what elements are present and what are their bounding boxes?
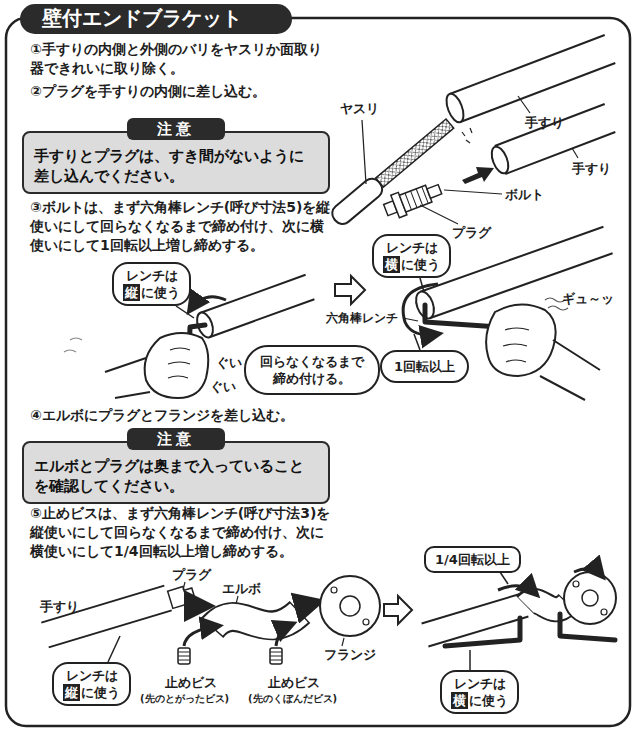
callout-bubble: レンチは縦に使う <box>52 662 131 706</box>
callout-oval: 回らなくなるまで締め付ける。 <box>244 345 380 395</box>
callout-oval: 1回転以上 <box>380 350 469 383</box>
caution-heading: 注意 <box>127 428 225 450</box>
part-label: 止めビス <box>268 674 320 692</box>
part-note: (先のくぼんだビス) <box>248 692 337 706</box>
callout-bubble: レンチは縦に使う <box>112 262 191 306</box>
part-label: ヤスリ <box>340 100 379 118</box>
part-label: 六角棒レンチ <box>326 310 398 326</box>
callout-text: 1回転以上 <box>394 358 455 375</box>
callout-text: に使う <box>141 284 180 301</box>
callout-text: 1/4回転以上 <box>435 551 510 568</box>
highlight-word: 縦 <box>123 284 140 301</box>
part-label: エルボ <box>222 580 261 598</box>
callout-text: レンチは <box>451 675 508 692</box>
callout-text: レンチは <box>123 267 180 284</box>
file-figure <box>329 35 616 228</box>
part-label: 手すり <box>40 598 79 616</box>
plug-figure <box>381 104 615 224</box>
next-arrow <box>384 596 412 624</box>
sound-label: ギュ～ッ <box>562 290 614 308</box>
part-label: 手すり <box>525 114 564 132</box>
part-label: プラグ <box>172 566 211 584</box>
caution-box: 注意エルボとプラグは奥まで入っていることを確認してください。 <box>22 428 330 504</box>
callout-bubble: 1/4回転以上 <box>424 546 521 573</box>
step-text: ③ボルトは、まず六角棒レンチ(呼び寸法5)を縦使いにして回らなくなるまで締め付け… <box>30 198 335 255</box>
callout-bubble: レンチは横に使う <box>372 234 451 278</box>
caution-body: エルボとプラグは奥まで入っていることを確認してください。 <box>22 441 330 504</box>
sound-label: ぐい <box>216 354 242 372</box>
title-text: 壁付エンドブラケット <box>42 7 242 29</box>
part-label: 手すり <box>572 160 611 178</box>
part-label: 止めビス <box>165 674 217 692</box>
part-label: ボルト <box>505 186 544 204</box>
part-label: プラグ <box>452 224 491 242</box>
highlight-word: 縦 <box>63 684 80 701</box>
part-label: フランジ <box>324 646 376 664</box>
caution-heading: 注意 <box>127 118 225 140</box>
sound-label: ぐい <box>210 378 236 396</box>
callout-text: に使う <box>469 692 508 709</box>
highlight-word: 横 <box>451 692 468 709</box>
frame <box>6 18 630 726</box>
step-text: ⑤止めビスは、まず六角棒レンチ(呼び寸法3)を縦使いにして回らなくなるまで締め付… <box>30 504 335 561</box>
step-text: ④エルボにプラグとフランジを差し込む。 <box>30 406 335 425</box>
callout-text: に使う <box>81 684 120 701</box>
caution-box: 注意手すりとプラグは、すき間がないように差し込んでください。 <box>22 118 330 194</box>
highlight-word: 横 <box>383 256 400 273</box>
assembled-figure <box>422 569 616 670</box>
callout-text: レンチは <box>383 239 440 256</box>
part-note: (先のとがったビス) <box>140 692 229 706</box>
callout-text: に使う <box>401 256 440 273</box>
caution-body: 手すりとプラグは、すき間がないように差し込んでください。 <box>22 131 330 194</box>
callout-bubble: レンチは横に使う <box>440 670 519 714</box>
next-arrow <box>335 276 365 304</box>
title-banner <box>20 4 292 34</box>
step-text: ②プラグを手すりの内側に差し込む。 <box>30 82 335 101</box>
parts-figure <box>41 576 380 664</box>
callout-text: 回らなくなるまで締め付ける。 <box>258 353 366 387</box>
callout-text: レンチは <box>63 667 120 684</box>
step-text: ①手すりの内側と外側のバリをヤスリか面取り器できれいに取り除く。 <box>30 40 335 78</box>
